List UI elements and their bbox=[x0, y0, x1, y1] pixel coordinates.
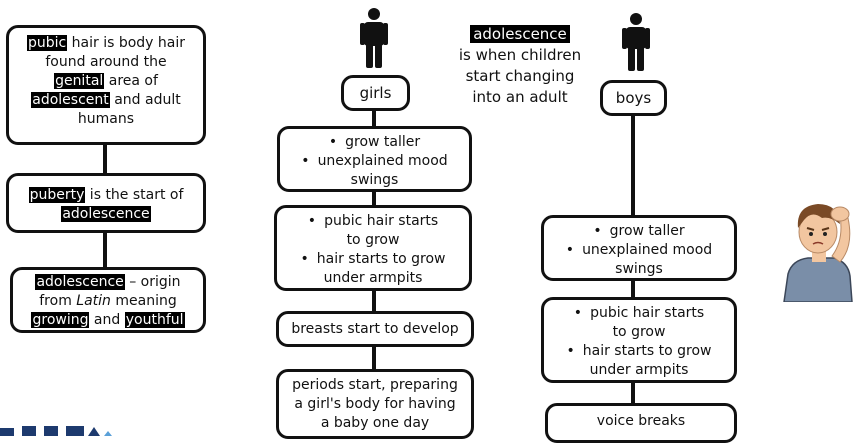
girl-person-icon bbox=[360, 8, 388, 68]
puberty-definition-box: puberty is the start of adolescence bbox=[6, 173, 206, 233]
bullet-icon: • bbox=[300, 251, 309, 267]
bullet-icon: • bbox=[301, 153, 310, 169]
term-adolescence-origin: adolescence bbox=[35, 274, 125, 290]
girls-breasts-box: breasts start to develop bbox=[276, 311, 474, 347]
term-adolescence: adolescence bbox=[61, 206, 151, 222]
boy-scratching-head-illustration bbox=[783, 204, 853, 302]
girls-growth-box: •grow taller •unexplained mood swings bbox=[277, 126, 472, 192]
term-adolescent: adolescent bbox=[31, 92, 110, 108]
term-youthful: youthful bbox=[124, 312, 185, 328]
bullet-icon: • bbox=[328, 134, 338, 150]
boys-growth-box: •grow taller •unexplained mood swings bbox=[541, 215, 737, 281]
bullet-icon: • bbox=[573, 305, 583, 321]
girls-hair-box: •pubic hair starts to grow •hair starts … bbox=[274, 205, 472, 291]
left-connector-1 bbox=[103, 144, 107, 174]
term-pubic: pubic bbox=[26, 35, 68, 51]
boys-hair-box: •pubic hair starts to grow •hair starts … bbox=[541, 297, 737, 383]
boys-voice-box: voice breaks bbox=[545, 403, 737, 443]
bullet-icon: • bbox=[565, 242, 575, 258]
latin-word: Latin bbox=[76, 293, 111, 309]
term-puberty: puberty bbox=[28, 187, 86, 203]
bullet-icon: • bbox=[593, 223, 602, 239]
boy-person-icon bbox=[622, 13, 650, 71]
adolescence-origin-box: adolescence – origin from Latin meaning … bbox=[10, 267, 206, 333]
girls-periods-box: periods start, preparing a girl's body f… bbox=[276, 369, 474, 439]
partial-logo bbox=[0, 426, 112, 436]
boys-label-box: boys bbox=[600, 80, 667, 116]
pubic-hair-definition-box: pubic hair is body hair found around the… bbox=[6, 25, 206, 145]
definition-term: adolescence bbox=[470, 25, 570, 43]
term-growing: growing bbox=[31, 312, 90, 328]
bullet-icon: • bbox=[307, 213, 317, 229]
adolescence-definition: adolescence is when children start chang… bbox=[458, 25, 582, 106]
left-connector-2 bbox=[103, 232, 107, 268]
girls-label-box: girls bbox=[341, 75, 410, 111]
bullet-icon: • bbox=[566, 343, 575, 359]
term-genital: genital bbox=[54, 73, 105, 89]
